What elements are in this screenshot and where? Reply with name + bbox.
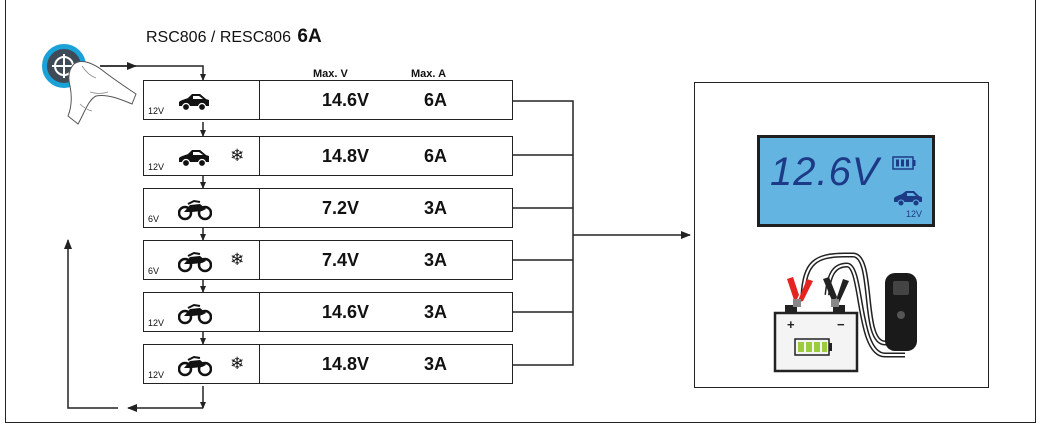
model-amperage: 6A xyxy=(297,26,322,47)
mode-row: 6V ❄ 7.4V 3A xyxy=(143,240,513,280)
mode-voltage: 12V xyxy=(148,318,165,328)
mode-icon-cell: 12V ❄ xyxy=(144,345,260,383)
svg-text:−: − xyxy=(837,317,845,332)
svg-text:+: + xyxy=(787,317,795,332)
mode-row: 6V 7.2V 3A xyxy=(143,188,513,228)
mode-row: 12V 14.6V 3A xyxy=(143,292,513,332)
model-names: RSC806 / RESC806 xyxy=(146,29,291,46)
red-clamp-icon xyxy=(787,277,813,307)
mode-max-current: 3A xyxy=(424,198,448,218)
motorcycle-icon xyxy=(177,301,213,325)
lcd-car-icon xyxy=(894,191,922,207)
diagram-frame xyxy=(5,0,1036,423)
mode-voltage: 12V xyxy=(148,370,165,380)
mode-icon-cell: 6V xyxy=(144,189,260,227)
mode-icon-cell: 12V ❄ xyxy=(144,137,260,175)
lcd-voltage-mode: 12V xyxy=(905,209,922,219)
finger-icon xyxy=(67,61,137,125)
column-header-max-v: Max. V xyxy=(313,68,348,80)
mode-max-voltage: 14.6V xyxy=(322,302,370,322)
device-panel: 12.6V 12V xyxy=(694,82,989,388)
mode-icon-cell: 6V ❄ xyxy=(144,241,260,279)
mode-max-voltage: 7.2V xyxy=(322,198,360,218)
car-icon xyxy=(178,89,210,113)
mode-voltage: 12V xyxy=(148,106,165,116)
mode-max-voltage: 14.6V xyxy=(322,90,370,110)
motorcycle-icon xyxy=(177,353,213,377)
motorcycle-icon xyxy=(177,249,213,273)
mode-icon-cell: 12V xyxy=(144,293,260,331)
battery-icon: + − xyxy=(773,305,859,373)
snowflake-icon: ❄ xyxy=(230,250,245,269)
mode-max-voltage: 14.8V xyxy=(322,146,370,166)
mode-max-current: 3A xyxy=(424,250,448,270)
column-header-max-a: Max. A xyxy=(411,68,447,80)
mode-row: 12V 14.6V 6A xyxy=(143,80,513,120)
mode-row: 12V ❄ 14.8V 3A xyxy=(143,344,513,384)
battery-level-icon xyxy=(892,156,916,170)
charger-battery-illustration: + − xyxy=(773,252,917,373)
charger-unit xyxy=(885,273,917,351)
mode-row: 12V ❄ 14.8V 6A xyxy=(143,136,513,176)
lcd-display: 12.6V 12V xyxy=(757,135,935,227)
mode-max-current: 3A xyxy=(424,302,448,322)
mode-voltage: 6V xyxy=(148,266,160,276)
mode-max-voltage: 14.8V xyxy=(322,354,370,374)
lcd-voltage-reading: 12.6V xyxy=(770,150,880,194)
mode-voltage: 6V xyxy=(148,214,160,224)
black-clamp-icon xyxy=(823,277,849,307)
mode-max-current: 6A xyxy=(424,90,448,110)
mode-max-voltage: 7.4V xyxy=(322,250,360,270)
snowflake-icon: ❄ xyxy=(230,146,245,165)
motorcycle-icon xyxy=(177,197,213,221)
snowflake-icon: ❄ xyxy=(230,354,245,373)
mode-max-current: 3A xyxy=(424,354,448,374)
car-icon xyxy=(178,145,210,169)
mode-icon-cell: 12V xyxy=(144,81,260,119)
model-title: RSC806 / RESC806 6A xyxy=(146,26,322,48)
mode-voltage: 12V xyxy=(148,162,165,172)
mode-max-current: 6A xyxy=(424,146,448,166)
